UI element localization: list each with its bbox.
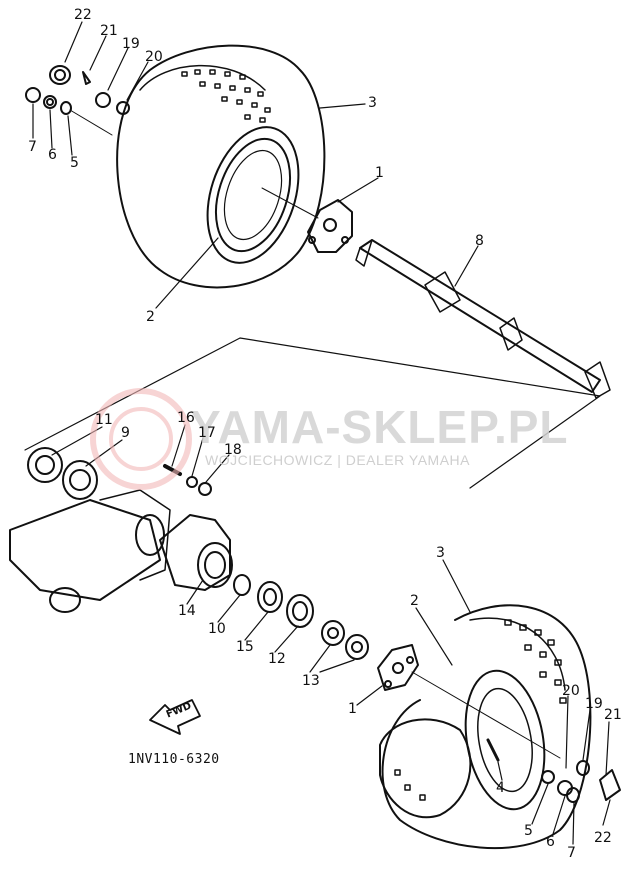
callout-14: 14 — [178, 603, 196, 619]
callout-7-bottom: 7 — [567, 845, 576, 861]
callout-2: 2 — [146, 309, 155, 325]
callout-16: 16 — [177, 410, 195, 426]
top-fasteners — [25, 65, 130, 136]
leader-lines — [32, 21, 611, 845]
callout-20: 20 — [145, 49, 163, 65]
diagram-code: 1NV110-6320 — [128, 752, 220, 767]
callout-6-bottom: 6 — [546, 834, 555, 850]
watermark-subtitle: WOJCIECHOWICZ | DEALER YAMAHA — [205, 452, 470, 468]
swingarm — [9, 489, 171, 613]
callout-1: 1 — [375, 165, 384, 181]
callout-6: 6 — [48, 147, 57, 163]
watermark-title: YAMA-SKLEP.PL — [190, 401, 569, 453]
bottom-tire — [379, 604, 592, 850]
bearing-housing — [159, 514, 233, 591]
watermark-logo — [90, 388, 192, 490]
top-tire — [116, 44, 326, 289]
callout-20-bottom: 20 — [562, 683, 580, 699]
callout-10: 10 — [208, 621, 226, 637]
callout-22-bottom: 22 — [594, 830, 612, 846]
callout-1-bottom: 1 — [348, 701, 357, 717]
callout-13: 13 — [302, 673, 320, 689]
axle-shaft — [355, 239, 611, 399]
top-hub — [307, 199, 353, 253]
callout-9: 9 — [121, 425, 130, 441]
callout-5-bottom: 5 — [524, 823, 533, 839]
callout-4: 4 — [496, 780, 505, 796]
callout-19: 19 — [122, 36, 140, 52]
callout-21: 21 — [100, 23, 118, 39]
callout-7: 7 — [28, 139, 37, 155]
callout-15: 15 — [236, 639, 254, 655]
fwd-arrow — [149, 699, 201, 735]
callout-5: 5 — [70, 155, 79, 171]
spacers-and-nuts — [233, 574, 369, 660]
seal-and-bearing — [27, 447, 98, 500]
callout-2-bottom: 2 — [410, 593, 419, 609]
callout-12: 12 — [268, 651, 286, 667]
bottom-hub — [377, 644, 419, 691]
callout-22: 22 — [74, 7, 92, 23]
callout-8: 8 — [475, 233, 484, 249]
callout-19-bottom: 19 — [585, 696, 603, 712]
callout-18: 18 — [224, 442, 242, 458]
bottom-fasteners — [486, 738, 621, 803]
callout-11: 11 — [95, 412, 113, 428]
callout-3: 3 — [368, 95, 377, 111]
callout-21-bottom: 21 — [604, 707, 622, 723]
callout-17: 17 — [198, 425, 216, 441]
callout-3-bottom: 3 — [436, 545, 445, 561]
